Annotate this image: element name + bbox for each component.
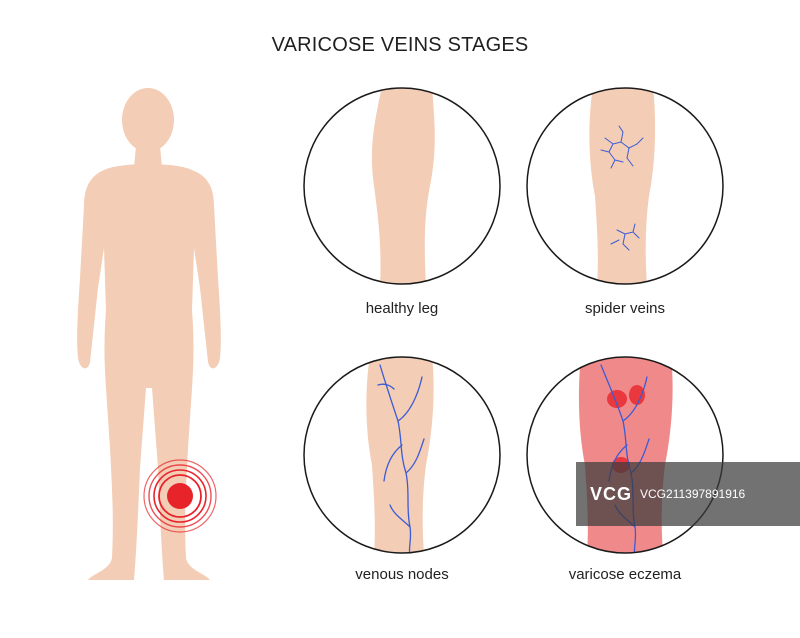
watermark-id: VCG211397891916: [640, 487, 746, 501]
stage-label-varicose-eczema: varicose eczema: [568, 566, 682, 583]
stage-label-spider-veins: spider veins: [584, 300, 666, 317]
healthy-leg-icon: [371, 88, 435, 284]
watermark-logo: VCG: [590, 483, 633, 504]
stage-spider-veins: [525, 86, 725, 286]
stage-healthy-leg: [302, 86, 502, 286]
spider-veins-leg-icon: [589, 88, 656, 284]
knee-pain-target-icon: [143, 459, 217, 533]
stage-venous-nodes: [302, 355, 502, 555]
human-body-figure: [60, 88, 240, 588]
stage-label-venous-nodes: venous nodes: [355, 566, 449, 583]
venous-nodes-leg-icon: [366, 357, 434, 553]
watermark-overlay: VCG VCG211397891916: [576, 462, 800, 526]
stage-label-healthy-leg: healthy leg: [365, 300, 439, 317]
diagram-title: VARICOSE VEINS STAGES: [271, 34, 529, 56]
